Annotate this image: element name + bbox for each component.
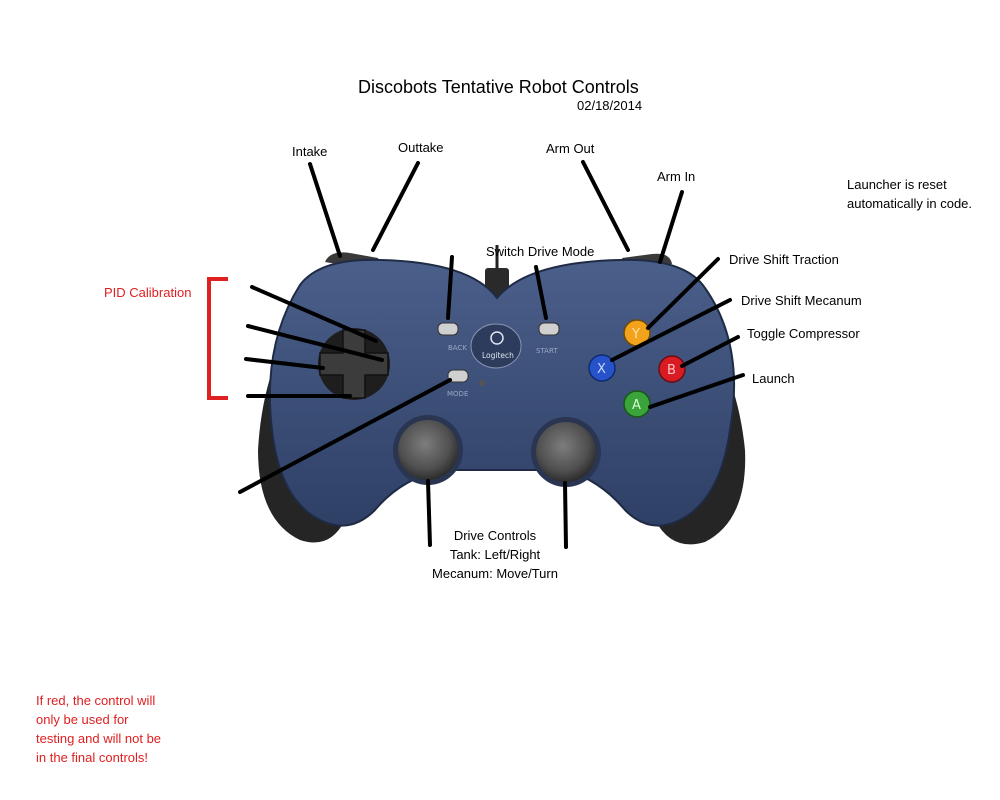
pid-bracket — [207, 277, 228, 400]
label-drive-shift-mecanum: Drive Shift Mecanum — [741, 293, 862, 308]
leader-arm-out — [581, 160, 630, 252]
leader-arm-in — [658, 190, 684, 264]
controller-body — [268, 258, 736, 527]
leader-dpad-left — [244, 357, 325, 370]
label-launch: Launch — [752, 371, 795, 386]
mode-button — [447, 369, 469, 383]
label-arm-out: Arm Out — [546, 141, 595, 156]
start-button — [538, 322, 560, 336]
note-red-line-4: in the final controls! — [36, 750, 149, 765]
button-x — [588, 354, 616, 382]
note-launcher-line-1: Launcher is reset — [847, 177, 947, 192]
button-b-glyph: B — [667, 363, 676, 378]
note-red-legend: If red, the control will only be used fo… — [36, 691, 161, 767]
dpad — [319, 329, 389, 399]
logitech-logo-icon — [490, 331, 504, 345]
drive-controls-line-1: Drive Controls — [453, 528, 537, 543]
start-label: START — [536, 347, 558, 355]
label-drive-shift-traction: Drive Shift Traction — [729, 252, 839, 267]
button-x-glyph: X — [597, 362, 606, 377]
leader-dpad-up — [250, 285, 378, 343]
note-red-line-3: testing and will not be — [36, 731, 162, 746]
drive-controls-line-3: Mecanum: Move/Turn — [432, 566, 558, 581]
leader-launch — [648, 373, 745, 409]
leader-switch-drive-mode — [534, 265, 548, 320]
label-switch-drive-mode: Switch Drive Mode — [486, 244, 595, 259]
leader-outtake — [371, 161, 420, 252]
note-launcher-line-2: automatically in code. — [847, 196, 973, 211]
label-pid-calibration: PID Calibration — [104, 285, 192, 300]
drive-controls-line-2: Tank: Left/Right — [449, 547, 541, 562]
note-red-line-2: only be used for — [36, 712, 129, 727]
leader-mode — [238, 378, 452, 494]
button-b — [658, 355, 686, 383]
leader-toggle-compressor — [680, 335, 740, 368]
right-thumbstick — [536, 422, 596, 482]
leader-left-stick — [426, 479, 432, 547]
note-launcher: Launcher is reset automatically in code. — [847, 175, 972, 213]
left-thumbstick — [398, 420, 458, 480]
leader-dpad-right — [246, 324, 384, 362]
brand-label: Logitech — [482, 351, 514, 360]
page-date: 02/18/2014 — [577, 98, 643, 113]
page-title: Discobots Tentative Robot Controls — [358, 77, 639, 97]
logo-badge — [470, 323, 522, 369]
leader-right-stick — [563, 481, 568, 549]
label-intake: Intake — [292, 144, 328, 159]
label-outtake: Outtake — [398, 140, 444, 155]
button-a-glyph: A — [632, 398, 641, 413]
button-y-glyph: Y — [631, 327, 640, 342]
button-a — [623, 390, 651, 418]
label-toggle-compressor: Toggle Compressor — [747, 326, 860, 341]
back-label: BACK — [448, 344, 467, 352]
mode-led — [479, 380, 485, 386]
mode-label: MODE — [447, 390, 468, 398]
leader-drive-shift-mecanum — [610, 298, 732, 362]
leader-intake — [308, 162, 342, 258]
label-drive-controls: Drive Controls Tank: Left/Right Mecanum:… — [415, 526, 575, 583]
leader-back — [446, 255, 454, 320]
leader-drive-shift-traction — [646, 257, 720, 330]
back-button — [437, 322, 459, 336]
note-red-line-1: If red, the control will — [36, 693, 156, 708]
label-arm-in: Arm In — [657, 169, 696, 184]
